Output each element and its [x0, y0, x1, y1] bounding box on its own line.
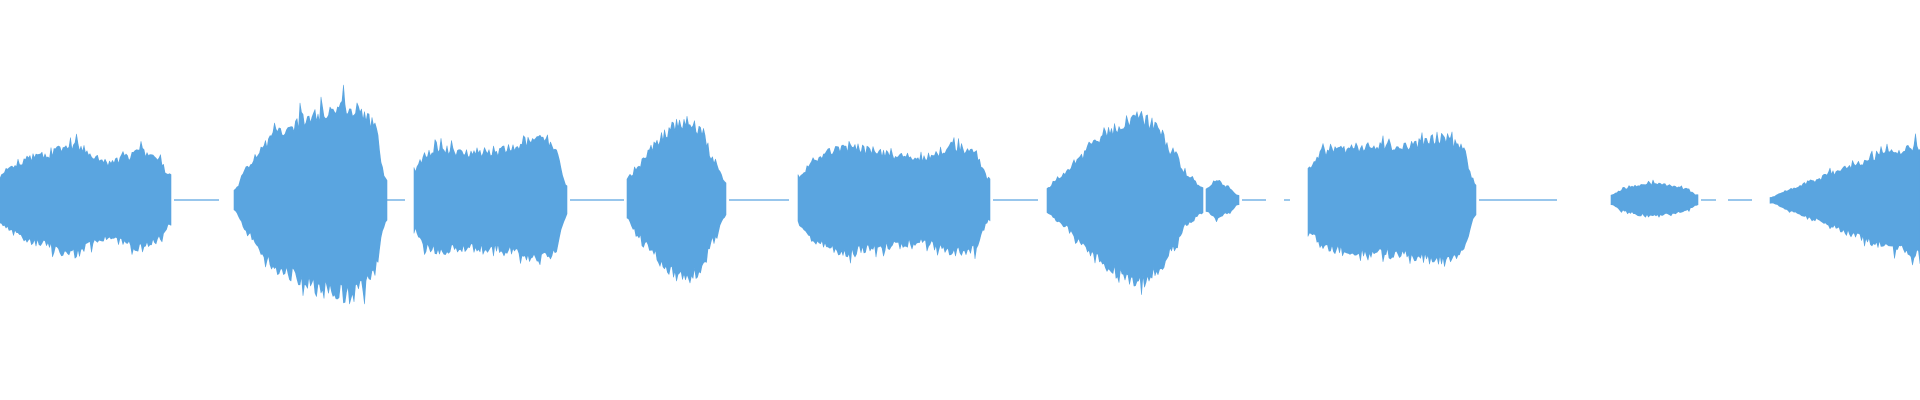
audio-segment [1610, 179, 1699, 218]
audio-segment [1046, 111, 1204, 295]
audio-segment [233, 84, 388, 305]
audio-segment [0, 133, 172, 259]
segment-layer [0, 84, 1920, 305]
audio-segment [1307, 131, 1477, 267]
audio-segment [797, 137, 991, 264]
audio-segment [1205, 180, 1240, 222]
audio-segment [626, 116, 727, 284]
audio-segment [413, 134, 568, 265]
audio-segment [1769, 133, 1920, 266]
